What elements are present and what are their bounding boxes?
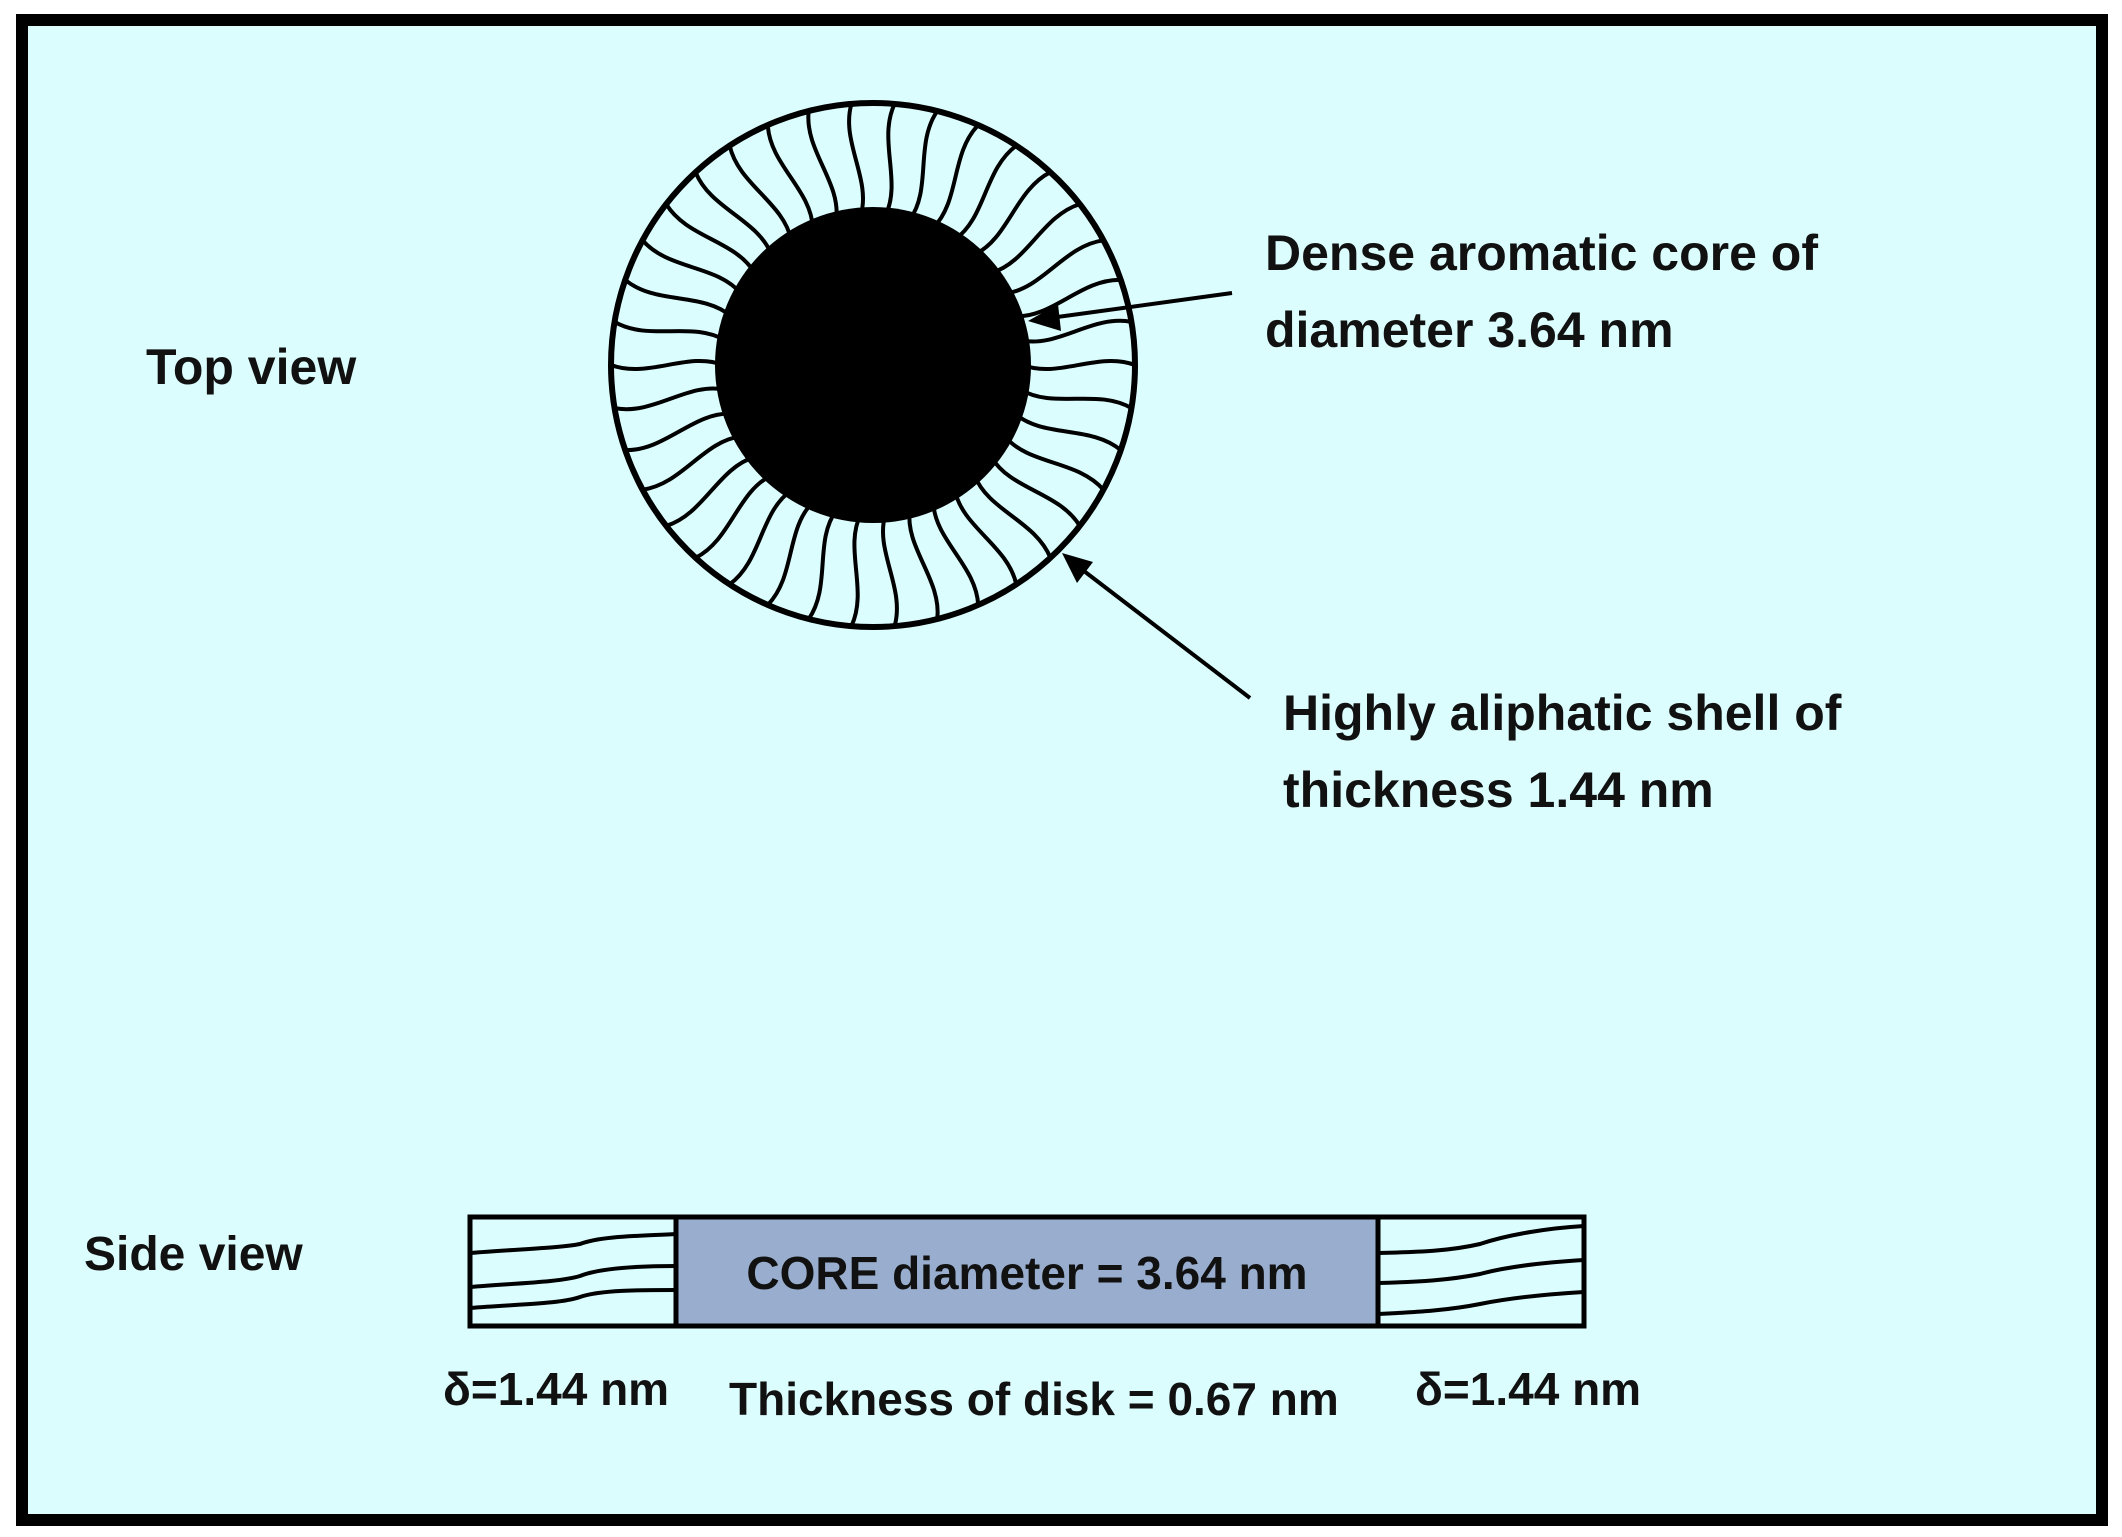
- aliphatic-chains: [610, 103, 1136, 627]
- top-view-molecule: [608, 100, 1138, 630]
- shell-annotation-line1: Highly aliphatic shell of: [1283, 685, 1842, 741]
- right-chain-3: [1377, 1290, 1585, 1316]
- aliphatic-chain: [610, 359, 724, 371]
- aliphatic-chain: [973, 170, 1052, 257]
- aliphatic-chain: [1019, 387, 1133, 410]
- aliphatic-chain: [989, 456, 1082, 527]
- aliphatic-chain: [613, 320, 727, 343]
- side-view-label: Side view: [84, 1228, 303, 1281]
- left-chain-2: [469, 1264, 677, 1289]
- aliphatic-chain: [807, 509, 838, 621]
- shell-arrow-head: [1062, 553, 1093, 583]
- aliphatic-chain: [665, 455, 756, 528]
- core-annotation-line2: diameter 3.64 nm: [1265, 302, 1674, 358]
- aliphatic-chain: [664, 203, 757, 274]
- aliphatic-chain: [1003, 435, 1105, 492]
- right-chain-1: [1377, 1224, 1585, 1255]
- left-shell-box: [467, 1214, 679, 1329]
- core-annotation-line1: Dense aromatic core of: [1265, 225, 1818, 281]
- aliphatic-chain: [908, 109, 939, 221]
- aliphatic-chain: [642, 434, 742, 492]
- aliphatic-chain: [847, 103, 866, 217]
- right-shell-box: [1375, 1214, 1587, 1329]
- top-view-label: Top view: [146, 339, 356, 395]
- aliphatic-chain: [849, 513, 863, 627]
- aliphatic-chain: [880, 513, 899, 627]
- aliphatic-chain: [972, 474, 1053, 559]
- core-arrow-line: [1049, 291, 1233, 320]
- aliphatic-chain: [1022, 359, 1136, 371]
- shell-annotation: Highly aliphatic shell of thickness 1.44…: [1062, 553, 1842, 818]
- aliphatic-chain: [1020, 318, 1132, 344]
- aliphatic-chain: [883, 103, 897, 217]
- shell-arrow-line: [1078, 566, 1252, 700]
- side-core-label: CORE diameter = 3.64 nm: [746, 1247, 1307, 1299]
- disk-thickness-label: Thickness of disk = 0.67 nm: [729, 1373, 1339, 1425]
- aliphatic-chain: [766, 500, 815, 607]
- aliphatic-chain: [953, 490, 1019, 585]
- aliphatic-chain: [1004, 238, 1104, 296]
- left-delta-label: δ=1.44 nm: [443, 1363, 669, 1415]
- side-view-disk: CORE diameter = 3.64 nm: [467, 1214, 1587, 1329]
- aliphatic-chain: [728, 488, 793, 586]
- aliphatic-chain: [623, 278, 733, 318]
- right-chain-2: [1377, 1258, 1585, 1285]
- aliphatic-chain: [990, 202, 1081, 275]
- aliphatic-chain: [641, 238, 743, 295]
- aliphatic-chain: [931, 123, 980, 230]
- left-chain-3: [469, 1288, 677, 1310]
- core-annotation: Dense aromatic core of diameter 3.64 nm: [1028, 225, 1818, 358]
- aliphatic-chain: [806, 110, 839, 220]
- aliphatic-chain: [765, 124, 815, 228]
- core-arrow-head: [1028, 304, 1061, 331]
- aliphatic-chain: [907, 510, 940, 620]
- side-core-box: [673, 1214, 1381, 1329]
- shell-annotation-line2: thickness 1.44 nm: [1283, 762, 1714, 818]
- aliphatic-chain: [694, 473, 773, 560]
- aliphatic-chain: [693, 171, 774, 256]
- aromatic-core: [715, 207, 1031, 523]
- aliphatic-chain: [727, 145, 793, 240]
- aliphatic-chain: [625, 411, 732, 453]
- aliphatic-chain: [1014, 277, 1121, 319]
- aliphatic-chain: [953, 144, 1018, 242]
- aliphatic-chain: [614, 386, 726, 412]
- right-delta-label: δ=1.44 nm: [1415, 1363, 1641, 1415]
- left-chain-1: [469, 1232, 677, 1255]
- aliphatic-chain: [931, 502, 981, 606]
- aliphatic-chain: [1013, 412, 1123, 452]
